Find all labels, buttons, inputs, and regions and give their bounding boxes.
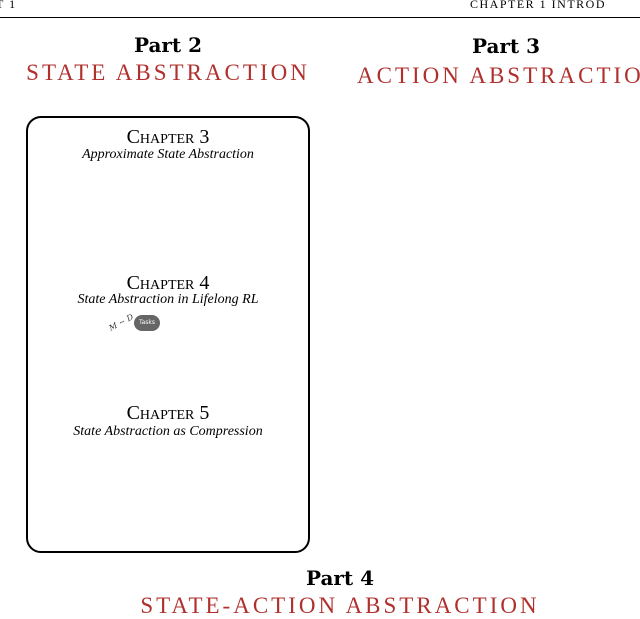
header-rule bbox=[0, 17, 640, 18]
chapter-4-subtitle: State Abstraction in Lifelong RL bbox=[77, 292, 259, 307]
chapter-3-heading: Chapter 3 bbox=[126, 126, 210, 148]
part-2-title: STATE ABSTRACTION bbox=[26, 60, 310, 85]
part-3-label: Part 3 bbox=[471, 34, 541, 58]
chapter-3-subtitle: Approximate State Abstraction bbox=[82, 147, 254, 162]
running-header-left: T 1 bbox=[0, 0, 17, 11]
part-4-label: Part 4 bbox=[305, 566, 375, 590]
part-3-title: ACTION ABSTRACTION bbox=[357, 63, 640, 88]
chapter-5-heading: Chapter 5 bbox=[126, 402, 210, 424]
part-4-title: STATE-ACTION ABSTRACTION bbox=[140, 593, 540, 618]
chapter-4-heading: Chapter 4 bbox=[126, 272, 210, 294]
part-2-chapter-box bbox=[26, 116, 310, 553]
chapter-5-subtitle: State Abstraction as Compression bbox=[73, 424, 263, 439]
running-header-right: CHAPTER 1 INTROD bbox=[470, 0, 607, 11]
tasks-node: Tasks bbox=[134, 315, 160, 331]
part-2-label: Part 2 bbox=[133, 33, 203, 57]
